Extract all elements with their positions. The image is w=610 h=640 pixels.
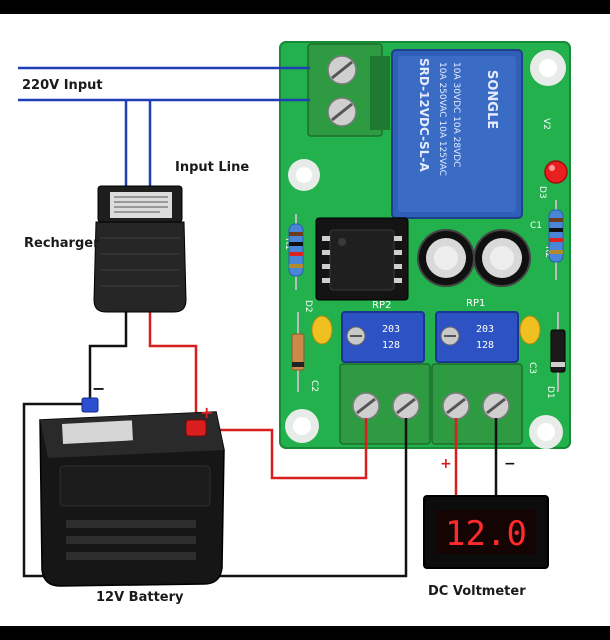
dc-voltmeter: 12.0 bbox=[423, 495, 549, 569]
pot-code-2: 128 bbox=[382, 340, 400, 351]
silk-r2: R2 bbox=[543, 246, 553, 258]
mounting-hole-bottom-right bbox=[529, 415, 563, 449]
diode-d1-icon bbox=[550, 312, 566, 392]
silk-r1: R1 bbox=[283, 238, 293, 250]
label-220v-input: 220V Input bbox=[22, 78, 103, 93]
label-input-line: Input Line bbox=[175, 160, 250, 175]
wire-recharger-positive bbox=[148, 312, 198, 420]
ceramic-capacitor-icon bbox=[311, 315, 333, 345]
wire-battery-negative bbox=[22, 402, 408, 578]
ic-chip-icon bbox=[315, 217, 409, 301]
mounting-hole-bottom-left bbox=[285, 409, 319, 443]
terminal-screw-icon bbox=[442, 392, 470, 420]
battery-negative-terminal-icon bbox=[81, 397, 99, 413]
battery-minus-mark: − bbox=[92, 379, 105, 398]
battery-positive-terminal-icon bbox=[185, 419, 207, 437]
wire-220v-input bbox=[18, 66, 310, 190]
mounting-hole-mid-left bbox=[288, 159, 320, 191]
label-dc-voltmeter: DC Voltmeter bbox=[428, 584, 526, 599]
wire-recharger-negative bbox=[88, 312, 128, 398]
capacitor-icon bbox=[417, 229, 475, 287]
terminal-screw-icon bbox=[327, 55, 357, 85]
led-red-icon bbox=[544, 160, 568, 184]
silk-d1: D1 bbox=[545, 386, 555, 399]
wire-battery-positive bbox=[196, 418, 368, 480]
battery-plus-mark: + bbox=[200, 403, 213, 422]
terminal-screw-icon bbox=[327, 97, 357, 127]
silk-rp1: RP1 bbox=[466, 298, 485, 309]
mounting-hole-top-right bbox=[530, 50, 566, 86]
terminal-screw-icon bbox=[482, 392, 510, 420]
voltmeter-plus-mark: + bbox=[440, 456, 452, 472]
pot-code: 203 bbox=[476, 324, 494, 335]
potentiometer-rp2-icon: 203 128 bbox=[341, 311, 425, 363]
relay-brand: SONGLE bbox=[484, 70, 499, 129]
bottom-border bbox=[0, 626, 610, 640]
silk-rp2: RP2 bbox=[372, 300, 391, 311]
pot-code-2: 128 bbox=[476, 340, 494, 351]
top-border bbox=[0, 0, 610, 14]
silk-d3: D3 bbox=[537, 186, 547, 199]
relay-rating-2: 10A 30VDC 10A 28VDC bbox=[451, 62, 461, 167]
terminal-screw-icon bbox=[392, 392, 420, 420]
silk-c2: C2 bbox=[309, 380, 319, 392]
label-12v-battery: 12V Battery bbox=[96, 590, 184, 605]
ceramic-capacitor-icon bbox=[519, 315, 541, 345]
resistor-r1-icon bbox=[288, 214, 304, 290]
voltmeter-minus-mark: − bbox=[504, 456, 516, 472]
terminal-screw-icon bbox=[352, 392, 380, 420]
silk-c3: C3 bbox=[527, 362, 537, 374]
label-recharger: Recharger bbox=[24, 236, 100, 251]
potentiometer-rp1-icon: 203 128 bbox=[435, 311, 519, 363]
relay-rating-1: 10A 250VAC 10A 125VAC bbox=[437, 62, 447, 176]
silk-bat: + BAT - bbox=[356, 453, 390, 463]
battery-terminal-block bbox=[339, 363, 431, 445]
capacitor-icon bbox=[473, 229, 531, 287]
silk-v: + V - bbox=[440, 453, 463, 463]
diode-d2-icon bbox=[291, 312, 305, 392]
resistor-r2-icon bbox=[548, 200, 564, 280]
car-battery bbox=[39, 397, 225, 587]
silk-v2: V2 bbox=[541, 118, 551, 130]
recharger-adapter bbox=[93, 185, 187, 313]
silk-d2: D2 bbox=[303, 300, 313, 313]
pot-code: 203 bbox=[382, 324, 400, 335]
voltmeter-terminal-block bbox=[431, 363, 523, 445]
ac-input-terminal-block bbox=[307, 43, 390, 137]
relay-model: SRD-12VDC-SL-A bbox=[417, 58, 431, 172]
silk-c1: C1 bbox=[530, 221, 542, 231]
voltmeter-reading: 12.0 bbox=[445, 514, 527, 554]
songle-relay: SONGLE SRD-12VDC-SL-A 10A 250VAC 10A 125… bbox=[391, 49, 523, 219]
